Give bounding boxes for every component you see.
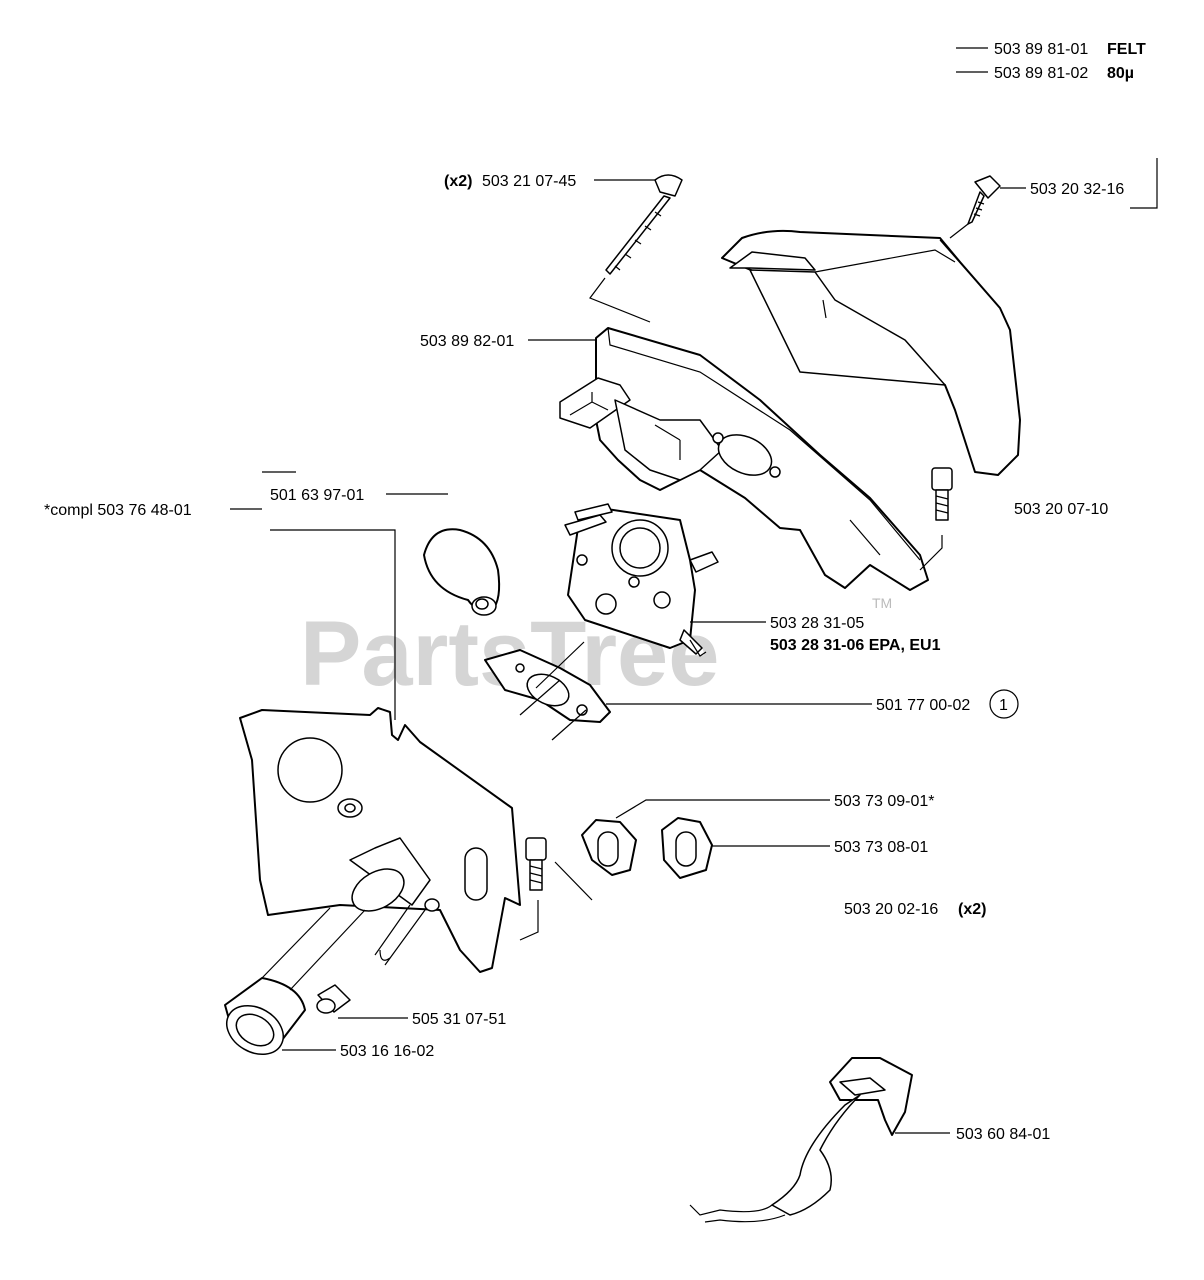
label-felt-num: 503 89 81-01 — [994, 41, 1088, 58]
bolt-503-20-07-10 — [919, 467, 953, 571]
long-screw — [589, 174, 683, 323]
grommet-1 — [581, 819, 637, 876]
label-cover-screw: 503 20 32-16 — [1030, 181, 1124, 198]
label-screw-num: 503 21 07-45 — [482, 173, 576, 190]
label-gasket: 501 77 00-02 — [876, 697, 970, 714]
carburetor — [564, 503, 719, 657]
sleeve — [316, 984, 351, 1014]
label-intake-num: 501 63 97-01 — [270, 487, 364, 504]
label-gasket-ref: 1 — [999, 697, 1008, 714]
air-filter-cover — [721, 229, 1021, 476]
label-bushing: 503 16 16-02 — [340, 1043, 434, 1060]
cover-screw — [949, 175, 1001, 239]
label-air-filter-base: 503 89 82-01 — [420, 333, 514, 350]
leader-lines — [230, 47, 1158, 1134]
label-compl-num: *compl 503 76 48-01 — [44, 502, 192, 519]
intake-housing — [239, 707, 521, 973]
label-micro-word: 80µ — [1107, 65, 1134, 82]
bushing — [224, 907, 366, 1055]
label-felt-word: FELT — [1107, 41, 1146, 58]
part-labels: 503 89 81-01 FELT 503 89 81-02 80µ (x2) … — [44, 41, 1146, 1143]
label-carb-2: 503 28 31-06 EPA, EU1 — [770, 637, 941, 654]
gasket-ref-circle — [989, 689, 1019, 719]
label-throttle-rod: 503 60 84-01 — [956, 1126, 1050, 1143]
filter-base — [559, 327, 929, 591]
gasket — [484, 641, 611, 741]
label-bolt: 503 20 07-10 — [1014, 501, 1108, 518]
label-grommet-1: 503 73 09-01* — [834, 793, 935, 810]
grommet-2 — [661, 817, 713, 879]
label-grommet-2: 503 73 08-01 — [834, 839, 928, 856]
label-bolt-x2-num: 503 20 02-16 — [844, 901, 938, 918]
label-bolt-x2-qty: (x2) — [958, 901, 986, 918]
label-sleeve: 505 31 07-51 — [412, 1011, 506, 1028]
label-carb-1: 503 28 31-05 — [770, 615, 864, 632]
label-screw-qty: (x2) — [444, 173, 472, 190]
label-micro-num: 503 89 81-02 — [994, 65, 1088, 82]
intake-boot — [423, 528, 501, 616]
watermark-tm: TM — [872, 595, 892, 611]
throttle-rod — [689, 1057, 913, 1223]
bolt-503-20-02-16 — [519, 837, 593, 941]
